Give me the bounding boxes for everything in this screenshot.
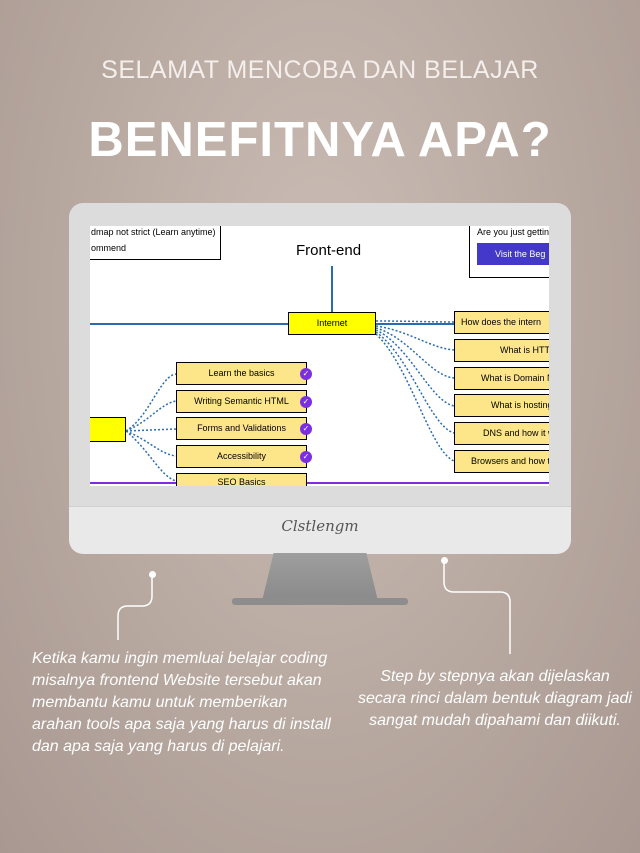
topleft-line2: ommend bbox=[91, 243, 127, 253]
visit-beginner-button[interactable]: Visit the Beg bbox=[477, 243, 549, 265]
topright-box: Are you just gettin Visit the Beg bbox=[469, 226, 549, 278]
frontend-yellow-node[interactable] bbox=[90, 417, 126, 442]
topleft-box: dmap not strict (Learn anytime) ommend bbox=[90, 226, 221, 260]
right-item-dns[interactable]: DNS and how it w bbox=[454, 422, 549, 445]
right-item-http[interactable]: What is HTTP bbox=[454, 339, 549, 362]
page-title: BENEFITNYA APA? bbox=[88, 113, 552, 167]
left-item-learn-basics[interactable]: Learn the basics bbox=[176, 362, 307, 385]
check-icon: ✓ bbox=[300, 423, 312, 435]
right-item-browsers[interactable]: Browsers and how th bbox=[454, 450, 549, 473]
left-item-seo[interactable]: SEO Basics bbox=[176, 473, 307, 486]
roadmap-connectors bbox=[90, 266, 549, 484]
monitor: dmap not strict (Learn anytime) ommend F… bbox=[69, 203, 571, 554]
caption-right: Step by stepnya akan dijelaskan secara r… bbox=[358, 668, 632, 729]
check-icon: ✓ bbox=[300, 451, 312, 463]
left-item-semantic-html[interactable]: Writing Semantic HTML bbox=[176, 390, 307, 413]
subtitle: SELAMAT MENCOBA DAN BELAJAR bbox=[101, 56, 539, 84]
brand-logo: Clstlengm bbox=[281, 517, 359, 535]
right-item-internet[interactable]: How does the intern bbox=[454, 311, 549, 334]
roadmap-heading: Front-end bbox=[296, 242, 362, 259]
monitor-screen: dmap not strict (Learn anytime) ommend F… bbox=[90, 226, 549, 486]
topright-text: Are you just gettin bbox=[477, 227, 549, 237]
caption-left: Ketika kamu ingin memluai belajar coding… bbox=[32, 650, 331, 755]
callout-dot bbox=[441, 557, 448, 564]
check-icon: ✓ bbox=[300, 396, 312, 408]
left-item-accessibility[interactable]: Accessibility bbox=[176, 445, 307, 468]
monitor-chin: Clstlengm bbox=[69, 506, 571, 554]
monitor-base bbox=[232, 598, 408, 605]
left-item-forms[interactable]: Forms and Validations bbox=[176, 417, 307, 440]
right-item-hosting[interactable]: What is hosting bbox=[454, 394, 549, 417]
check-icon: ✓ bbox=[300, 368, 312, 380]
right-item-domain[interactable]: What is Domain N bbox=[454, 367, 549, 390]
monitor-stand bbox=[262, 553, 378, 601]
topleft-line1: dmap not strict (Learn anytime) bbox=[91, 227, 216, 237]
internet-node[interactable]: Internet bbox=[288, 312, 376, 335]
callout-dot bbox=[149, 571, 156, 578]
